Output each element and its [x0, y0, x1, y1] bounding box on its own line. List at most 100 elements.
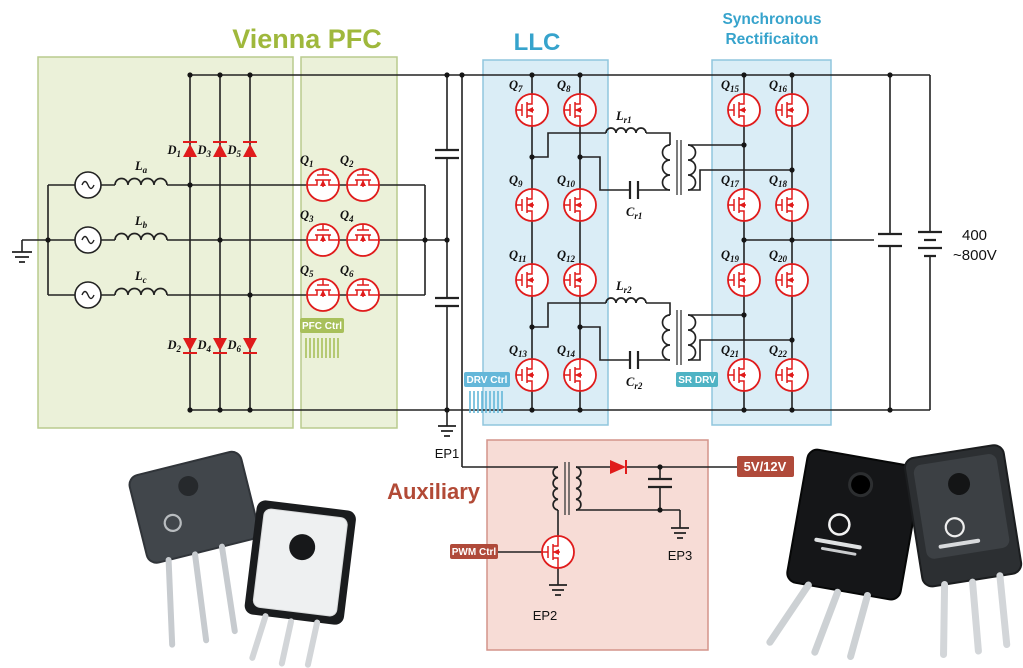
- svg-text:SR DRV: SR DRV: [678, 375, 716, 386]
- label-lb: Lb: [134, 214, 148, 230]
- ground-symbols: [12, 251, 689, 596]
- brand-logo-icon: [163, 513, 182, 532]
- label-q14: Q14: [557, 343, 576, 359]
- label-d3: D3: [196, 143, 211, 159]
- label-d6: D6: [226, 338, 241, 354]
- svg-text:DRV Ctrl: DRV Ctrl: [467, 375, 508, 386]
- label-q8: Q8: [557, 78, 571, 94]
- label-q13: Q13: [509, 343, 528, 359]
- aux-switch-icon: [541, 535, 575, 569]
- auxiliary-title: Auxiliary: [387, 479, 481, 504]
- label-q18: Q18: [769, 173, 788, 189]
- label-q6: Q6: [340, 263, 354, 279]
- label-lc: Lc: [134, 269, 147, 285]
- ac-source-c-icon: [74, 281, 102, 309]
- transformer-cores: [564, 140, 682, 515]
- transistor-photos-left: [128, 450, 356, 668]
- q17-switch-icon: [727, 188, 761, 222]
- q14-switch-icon: [563, 358, 597, 392]
- inductor-coils: [114, 127, 697, 511]
- label-d4: D4: [196, 338, 211, 354]
- label-q22: Q22: [769, 343, 788, 359]
- q15-switch-icon: [727, 93, 761, 127]
- label-q16: Q16: [769, 78, 788, 94]
- label-q21: Q21: [721, 343, 739, 359]
- inductor-labels: La Lb Lc Lr1 Cr1 Lr2 Cr2: [134, 109, 643, 391]
- q3-switch-icon: [306, 223, 340, 257]
- ac-source-b-icon: [74, 226, 102, 254]
- pwm-ctrl-badge: PWM Ctrl: [450, 544, 498, 559]
- q21-switch-icon: [727, 358, 761, 392]
- sync-rect-title-line1: Synchronous: [722, 11, 821, 28]
- label-ep2: EP2: [533, 608, 558, 623]
- ac-source-a-icon: [74, 171, 102, 199]
- llc-title: LLC: [514, 29, 561, 56]
- svg-text:PWM Ctrl: PWM Ctrl: [452, 547, 497, 558]
- label-ep1: EP1: [435, 446, 460, 461]
- transistor-photos-right: [766, 444, 1023, 660]
- label-q1: Q1: [300, 153, 314, 169]
- label-q7: Q7: [509, 78, 523, 94]
- transistor-package-photo-2: [244, 500, 356, 668]
- aux-output-badge: 5V/12V: [737, 456, 794, 477]
- q2-switch-icon: [346, 168, 380, 202]
- q1-switch-icon: [306, 168, 340, 202]
- q20-switch-icon: [775, 263, 809, 297]
- label-d1: D1: [166, 143, 181, 159]
- label-q19: Q19: [721, 248, 740, 264]
- label-q12: Q12: [557, 248, 576, 264]
- output-voltage-line1: 400: [962, 227, 987, 244]
- pfc-ctrl-badge: PFC Ctrl: [300, 318, 344, 358]
- label-q10: Q10: [557, 173, 576, 189]
- q11-switch-icon: [515, 263, 549, 297]
- label-q17: Q17: [721, 173, 740, 189]
- label-lr1: Lr1: [615, 109, 632, 125]
- label-d2: D2: [166, 338, 181, 354]
- sr-drv-badge: SR DRV: [676, 372, 718, 387]
- q6-switch-icon: [346, 278, 380, 312]
- transistor-package-photo-1: [128, 450, 260, 648]
- q18-switch-icon: [775, 188, 809, 222]
- label-q15: Q15: [721, 78, 740, 94]
- q8-switch-icon: [563, 93, 597, 127]
- label-ep3: EP3: [668, 548, 693, 563]
- q7-switch-icon: [515, 93, 549, 127]
- svg-text:PFC Ctrl: PFC Ctrl: [302, 321, 342, 332]
- sync-rect-title-line2: Rectificaiton: [725, 31, 818, 48]
- transistor-package-photo-4: [903, 444, 1023, 659]
- q9-switch-icon: [515, 188, 549, 222]
- label-cr1: Cr1: [626, 205, 642, 221]
- label-la: La: [134, 159, 148, 175]
- label-q9: Q9: [509, 173, 523, 189]
- aux-diode-icon: [610, 460, 627, 474]
- brand-logo-icon: [828, 513, 851, 536]
- label-q3: Q3: [300, 208, 314, 224]
- drv-pulse-train: [469, 391, 503, 413]
- switch-labels: Q1 Q2 Q3 Q4 Q5 Q6 Q7 Q8 Q9 Q10 Q11 Q12 Q…: [300, 78, 788, 359]
- q5-switch-icon: [306, 278, 340, 312]
- brand-logo-icon: [944, 517, 965, 538]
- pfc-pulse-train: [305, 338, 339, 358]
- vienna-pfc-title: Vienna PFC: [232, 24, 382, 54]
- diode-labels: D1 D3 D5 D2 D4 D6: [166, 143, 241, 354]
- q16-switch-icon: [775, 93, 809, 127]
- auxiliary-box: [486, 439, 709, 651]
- capacitor-plates: [435, 148, 902, 489]
- q4-switch-icon: [346, 223, 380, 257]
- drv-ctrl-badge: DRV Ctrl: [464, 372, 510, 413]
- label-q11: Q11: [509, 248, 527, 264]
- q19-switch-icon: [727, 263, 761, 297]
- junction-dots: [45, 72, 893, 513]
- q10-switch-icon: [563, 188, 597, 222]
- label-q20: Q20: [769, 248, 788, 264]
- label-q4: Q4: [340, 208, 354, 224]
- q13-switch-icon: [515, 358, 549, 392]
- q22-switch-icon: [775, 358, 809, 392]
- label-d5: D5: [226, 143, 241, 159]
- q12-switch-icon: [563, 263, 597, 297]
- transistor-package-photo-3: [766, 448, 922, 660]
- circuit-wires: [21, 74, 931, 585]
- output-voltage-line2: ~800V: [953, 247, 997, 264]
